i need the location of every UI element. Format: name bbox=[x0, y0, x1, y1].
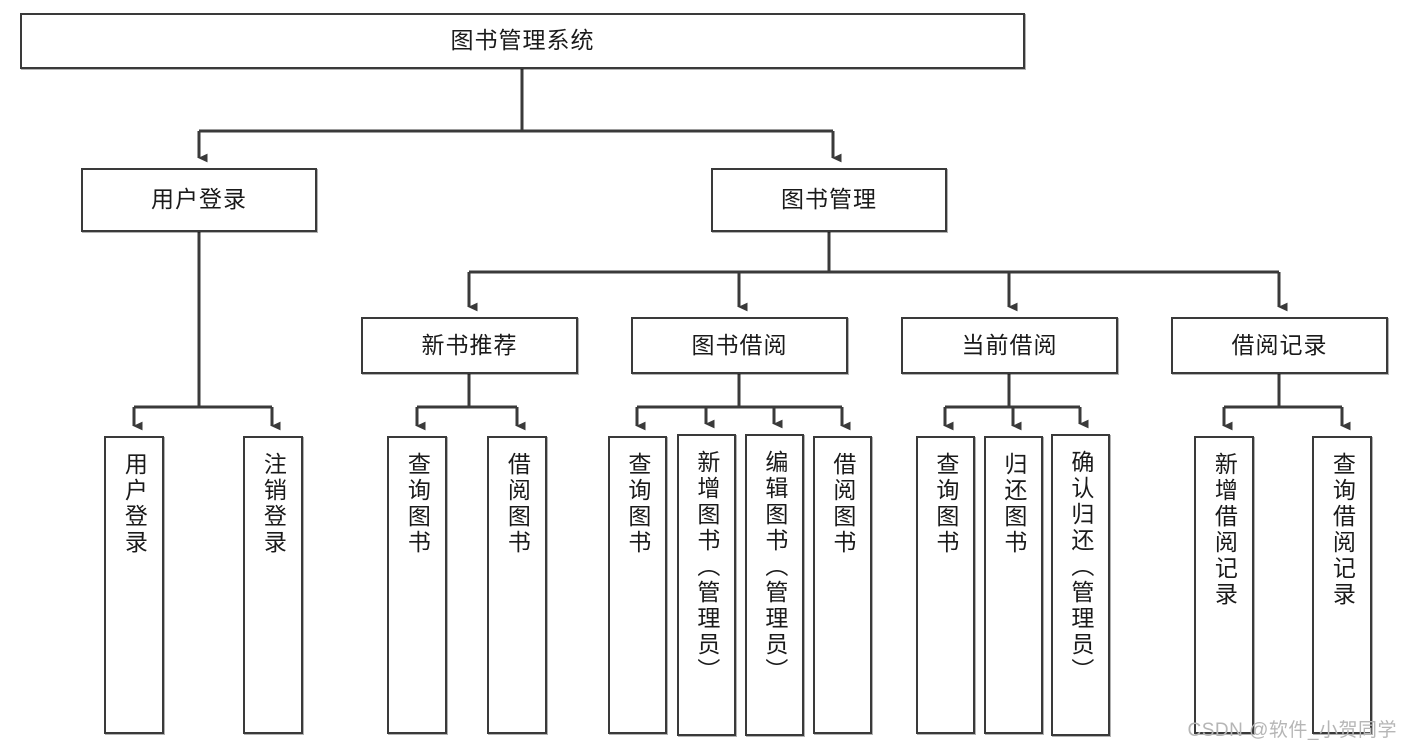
node-borrow-record[interactable]: 借阅记录 bbox=[1171, 317, 1388, 374]
node-leaf-query-book-2-label: 查询图书 bbox=[624, 452, 651, 556]
node-leaf-add-record-label: 新增借阅记录 bbox=[1211, 452, 1238, 608]
node-leaf-add-book[interactable]: 新增图书（管理员） bbox=[677, 434, 736, 736]
node-book-manage-label: 图书管理 bbox=[781, 186, 877, 213]
watermark: CSDN @软件_小贺同学 bbox=[1187, 720, 1397, 741]
node-borrow-record-label: 借阅记录 bbox=[1231, 331, 1328, 358]
node-root[interactable]: 图书管理系统 bbox=[20, 13, 1025, 69]
node-user-login[interactable]: 用户登录 bbox=[81, 168, 317, 232]
node-book-manage[interactable]: 图书管理 bbox=[711, 168, 947, 232]
node-root-label: 图书管理系统 bbox=[450, 27, 595, 54]
node-leaf-return-book-label: 归还图书 bbox=[1000, 452, 1027, 556]
node-leaf-user-login-label: 用户登录 bbox=[121, 452, 148, 556]
node-leaf-return-book[interactable]: 归还图书 bbox=[984, 436, 1043, 734]
node-leaf-borrow-book-1-label: 借阅图书 bbox=[504, 452, 531, 556]
node-current-borrow[interactable]: 当前借阅 bbox=[901, 317, 1118, 374]
node-leaf-query-book-1-label: 查询图书 bbox=[404, 452, 431, 556]
node-leaf-query-record-label: 查询借阅记录 bbox=[1329, 452, 1356, 608]
node-new-book-recommend-label: 新书推荐 bbox=[421, 331, 518, 358]
node-leaf-add-record[interactable]: 新增借阅记录 bbox=[1194, 436, 1254, 734]
node-book-borrow-label: 图书借阅 bbox=[691, 331, 788, 358]
node-leaf-borrow-book-2[interactable]: 借阅图书 bbox=[813, 436, 872, 734]
node-leaf-query-record[interactable]: 查询借阅记录 bbox=[1312, 436, 1372, 734]
node-current-borrow-label: 当前借阅 bbox=[961, 331, 1058, 358]
node-leaf-edit-book-label: 编辑图书（管理员） bbox=[761, 450, 788, 684]
node-leaf-borrow-book-2-label: 借阅图书 bbox=[829, 452, 856, 556]
node-leaf-borrow-book-1[interactable]: 借阅图书 bbox=[487, 436, 547, 734]
node-new-book-recommend[interactable]: 新书推荐 bbox=[361, 317, 578, 374]
node-leaf-edit-book[interactable]: 编辑图书（管理员） bbox=[745, 434, 804, 736]
node-leaf-user-logout-label: 注销登录 bbox=[260, 452, 287, 556]
node-leaf-query-book-3-label: 查询图书 bbox=[932, 452, 959, 556]
node-leaf-confirm-return[interactable]: 确认归还（管理员） bbox=[1051, 434, 1110, 736]
node-leaf-user-login[interactable]: 用户登录 bbox=[104, 436, 164, 734]
node-leaf-confirm-return-label: 确认归还（管理员） bbox=[1067, 450, 1094, 684]
node-user-login-label: 用户登录 bbox=[151, 186, 247, 213]
node-book-borrow[interactable]: 图书借阅 bbox=[631, 317, 848, 374]
node-leaf-user-logout[interactable]: 注销登录 bbox=[243, 436, 303, 734]
node-leaf-query-book-1[interactable]: 查询图书 bbox=[387, 436, 447, 734]
node-leaf-query-book-3[interactable]: 查询图书 bbox=[916, 436, 975, 734]
node-leaf-query-book-2[interactable]: 查询图书 bbox=[608, 436, 667, 734]
node-leaf-add-book-label: 新增图书（管理员） bbox=[693, 450, 720, 684]
